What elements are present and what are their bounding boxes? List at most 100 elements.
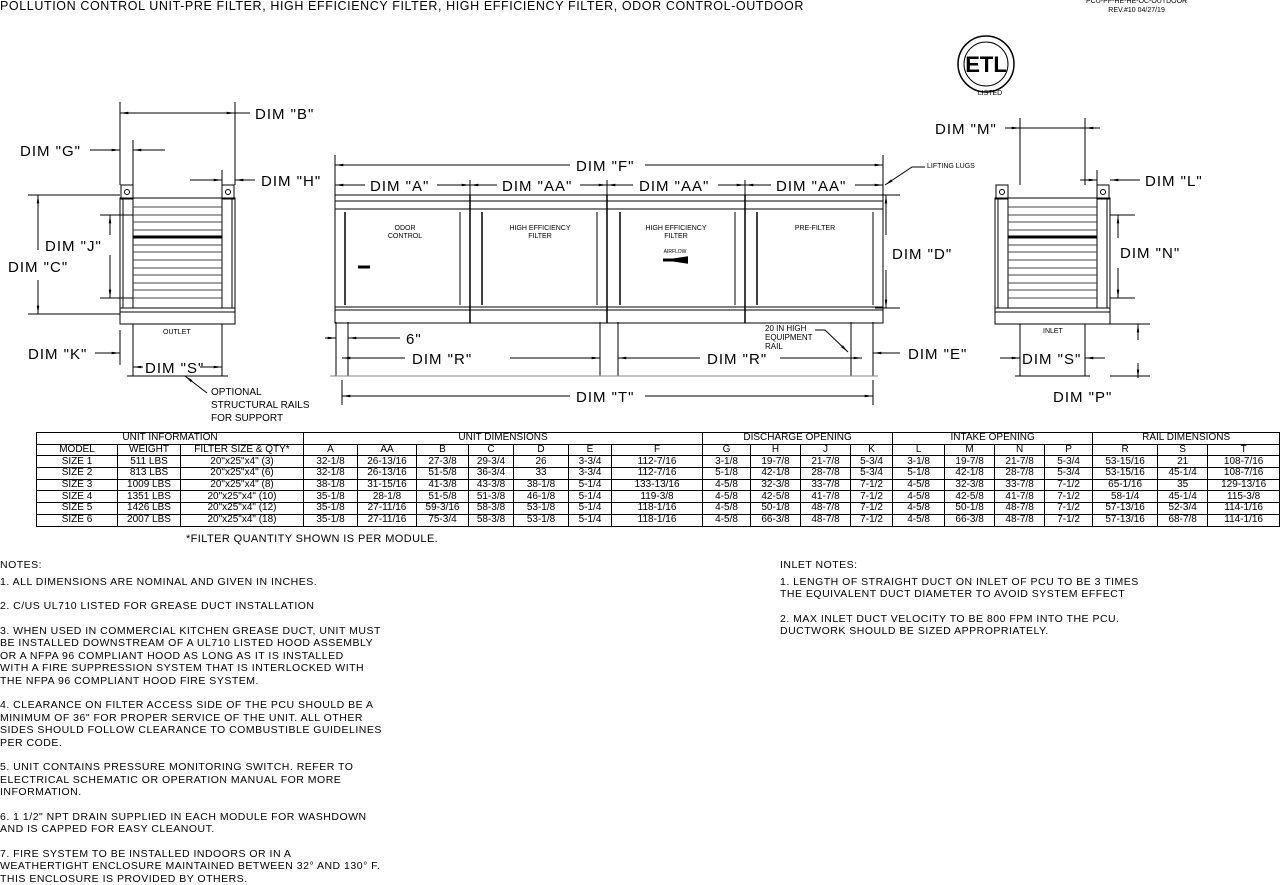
note-item: 7. FIRE SYSTEM TO BE INSTALLED INDOORS O… (0, 848, 382, 885)
column-header: S (1158, 444, 1208, 456)
table-cell: 5-3/4 (1045, 468, 1093, 480)
table-cell: 20"x25"x4" (6) (181, 468, 304, 480)
column-header: FILTER SIZE & QTY* (181, 444, 304, 456)
table-cell: 48-7/8 (995, 503, 1045, 515)
dim-e-label: DIM "E" (908, 346, 967, 363)
table-cell: 7-1/2 (1045, 479, 1093, 491)
column-header: T (1208, 444, 1280, 456)
table-cell: 5-3/4 (1045, 456, 1093, 468)
column-header: B (417, 444, 469, 456)
table-cell: 45-1/4 (1158, 468, 1208, 480)
dim-l-label: DIM "L" (1145, 173, 1203, 190)
table-cell: 41-7/8 (995, 491, 1045, 503)
table-cell: 32-1/8 (304, 456, 358, 468)
table-cell: 51-5/8 (417, 491, 469, 503)
table-cell: 58-3/8 (469, 514, 514, 526)
note-item: 5. UNIT CONTAINS PRESSURE MONITORING SWI… (0, 761, 382, 799)
table-cell: 3-1/8 (703, 456, 751, 468)
table-cell: SIZE 5 (37, 503, 118, 515)
table-cell: 27-3/8 (417, 456, 469, 468)
table-cell: 41-3/8 (417, 479, 469, 491)
table-cell: 5-1/4 (569, 503, 612, 515)
inlet-notes-list: 1. LENGTH OF STRAIGHT DUCT ON INLET OF P… (780, 576, 1139, 638)
equipment-rail-label: RAIL (765, 342, 783, 351)
table-cell: 48-7/8 (801, 514, 851, 526)
table-cell: 50-1/8 (945, 503, 995, 515)
table-cell: 59-3/16 (417, 503, 469, 515)
svg-text:LISTED: LISTED (978, 90, 1003, 97)
table-cell: 19-7/8 (945, 456, 995, 468)
column-header: N (995, 444, 1045, 456)
table-cell: 20"x25"x4" (18) (181, 514, 304, 526)
dim-m-label: DIM "M" (935, 121, 997, 138)
note-line: 2. C/US UL710 LISTED FOR GREASE DUCT INS… (0, 600, 382, 613)
table-cell: 813 LBS (118, 468, 181, 480)
notes-list: 1. ALL DIMENSIONS ARE NOMINAL AND GIVEN … (0, 576, 382, 885)
table-cell: 43-3/8 (469, 479, 514, 491)
table-cell: 33-7/8 (995, 479, 1045, 491)
group-header: RAIL DIMENSIONS (1093, 433, 1280, 445)
table-cell: 4-5/8 (703, 491, 751, 503)
table-cell: 114-1/16 (1208, 514, 1280, 526)
table-cell: 112-7/16 (612, 456, 703, 468)
dim-g-label: DIM "G" (20, 143, 81, 160)
column-header: WEIGHT (118, 444, 181, 456)
table-cell: 7-1/2 (1045, 491, 1093, 503)
table-cell: 21 (1158, 456, 1208, 468)
table-cell: 119-3/8 (612, 491, 703, 503)
module-label: PRE-FILTER (795, 225, 835, 232)
table-cell: 3-3/4 (569, 468, 612, 480)
etl-listed-logo: ETL LISTED (958, 36, 1014, 97)
table-cell: 26-13/16 (358, 468, 417, 480)
table-cell: 32-3/8 (945, 479, 995, 491)
group-header: DISCHARGE OPENING (703, 433, 893, 445)
table-cell: 35 (1158, 479, 1208, 491)
table-cell: 42-1/8 (945, 468, 995, 480)
table-cell: 1009 LBS (118, 479, 181, 491)
note-line: 5. UNIT CONTAINS PRESSURE MONITORING SWI… (0, 761, 382, 774)
table-cell: 28-7/8 (995, 468, 1045, 480)
inlet-notes-heading: INLET NOTES: (780, 559, 1139, 572)
table-cell: 33-7/8 (801, 479, 851, 491)
table-cell: 129-13/16 (1208, 479, 1280, 491)
table-cell: 51-3/8 (469, 491, 514, 503)
module-label: CONTROL (388, 233, 422, 240)
table-cell: 57-13/16 (1093, 503, 1158, 515)
table-cell: 115-3/8 (1208, 491, 1280, 503)
table-cell: 118-1/16 (612, 514, 703, 526)
dim-aa-label: DIM "AA" (502, 178, 572, 195)
table-cell: 58-1/4 (1093, 491, 1158, 503)
table-cell: 3-1/8 (893, 456, 945, 468)
table-cell: 19-7/8 (751, 456, 801, 468)
equipment-rail-label: 20 IN HIGH (765, 324, 807, 333)
table-cell: 7-1/2 (851, 491, 893, 503)
dim-r-label: DIM "R" (707, 351, 767, 368)
table-cell: 32-3/8 (751, 479, 801, 491)
table-cell: 4-5/8 (703, 479, 751, 491)
table-cell: 114-1/16 (1208, 503, 1280, 515)
table-cell: 68-7/8 (1158, 514, 1208, 526)
note-line: 1. ALL DIMENSIONS ARE NOMINAL AND GIVEN … (0, 576, 382, 589)
table-cell: 32-1/8 (304, 468, 358, 480)
outlet-label: OUTLET (163, 329, 191, 336)
note-line: PER CODE. (0, 737, 382, 750)
table-cell: 2007 LBS (118, 514, 181, 526)
note-item: 4. CLEARANCE ON FILTER ACCESS SIDE OF TH… (0, 699, 382, 749)
dim-j-label: DIM "J" (45, 238, 102, 255)
dim-aa-label: DIM "AA" (776, 178, 846, 195)
rails-note-line: STRUCTURAL RAILS (211, 400, 310, 411)
table-cell: 75-3/4 (417, 514, 469, 526)
group-header: UNIT DIMENSIONS (304, 433, 703, 445)
airflow-label: AIRFLOW (664, 249, 687, 255)
note-line: THIS ENCLOSURE IS PROVIDED BY OTHERS. (0, 873, 382, 885)
column-header: C (469, 444, 514, 456)
table-cell: 42-5/8 (751, 491, 801, 503)
table-cell: 66-3/8 (945, 514, 995, 526)
table-cell: 26-13/16 (358, 456, 417, 468)
dim-a-label: DIM "A" (370, 178, 429, 195)
table-cell: 42-5/8 (945, 491, 995, 503)
table-cell: 4-5/8 (893, 514, 945, 526)
